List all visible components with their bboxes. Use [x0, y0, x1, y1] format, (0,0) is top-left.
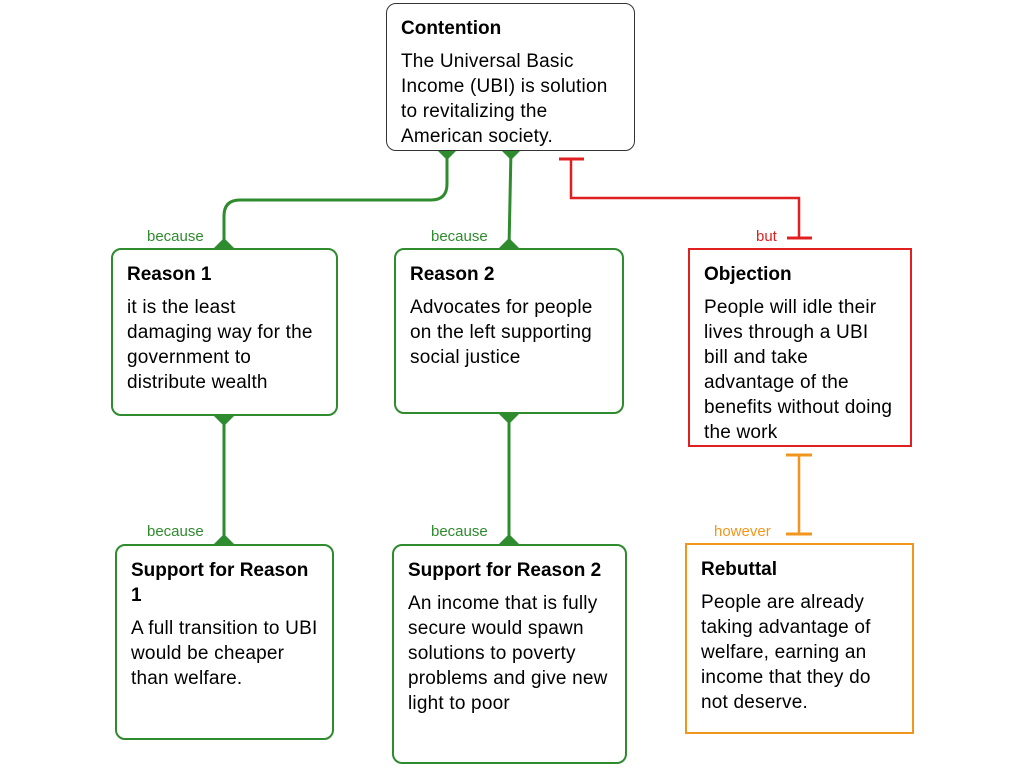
link-cap-reason2-top	[499, 238, 519, 248]
support1-title: Support for Reason 1	[131, 560, 309, 606]
label-but-objection: but	[756, 228, 777, 245]
objection-box: Objection People will idle their lives t…	[688, 248, 912, 447]
reason2-title: Reason 2	[410, 264, 495, 285]
label-because-reason2: because	[431, 228, 488, 245]
rebuttal-title: Rebuttal	[701, 559, 777, 580]
contention-title: Contention	[401, 18, 502, 39]
link-cap-contention-reason1	[437, 150, 457, 160]
reason1-box: Reason 1 it is the least damaging way fo…	[111, 248, 338, 416]
link-cap-contention-reason2	[501, 150, 521, 160]
reason2-box: Reason 2 Advocates for people on the lef…	[394, 248, 624, 414]
rebuttal-text: People are already taking advantage of w…	[701, 592, 871, 713]
objection-text: People will idle their lives through a U…	[704, 297, 893, 443]
link-cap-support1-top	[214, 534, 234, 544]
support1-box: Support for Reason 1 A full transition t…	[115, 544, 334, 740]
label-because-support2: because	[431, 523, 488, 540]
link-cap-reason1-top	[214, 238, 234, 248]
reason1-title: Reason 1	[127, 264, 212, 285]
support2-box: Support for Reason 2 An income that is f…	[392, 544, 627, 764]
link-cap-reason2-bottom	[499, 414, 519, 424]
link-contention-reason2	[507, 149, 513, 249]
link-contention-reason1	[222, 150, 449, 248]
support2-text: An income that is fully secure would spa…	[408, 593, 608, 714]
label-however-rebuttal: however	[714, 523, 771, 540]
reason2-text: Advocates for people on the left support…	[410, 297, 593, 368]
rebuttal-box: Rebuttal People are already taking advan…	[685, 543, 914, 734]
support1-text: A full transition to UBI would be cheape…	[131, 618, 318, 689]
label-because-reason1: because	[147, 228, 204, 245]
label-because-support1: because	[147, 523, 204, 540]
link-cap-reason1-bottom	[214, 416, 234, 426]
contention-text: The Universal Basic Income (UBI) is solu…	[401, 51, 608, 147]
link-contention-objection	[569, 159, 801, 238]
objection-title: Objection	[704, 264, 792, 285]
link-cap-support2-top	[499, 534, 519, 544]
reason1-text: it is the least damaging way for the gov…	[127, 297, 313, 393]
support2-title: Support for Reason 2	[408, 560, 602, 581]
contention-box: Contention The Universal Basic Income (U…	[386, 3, 635, 151]
